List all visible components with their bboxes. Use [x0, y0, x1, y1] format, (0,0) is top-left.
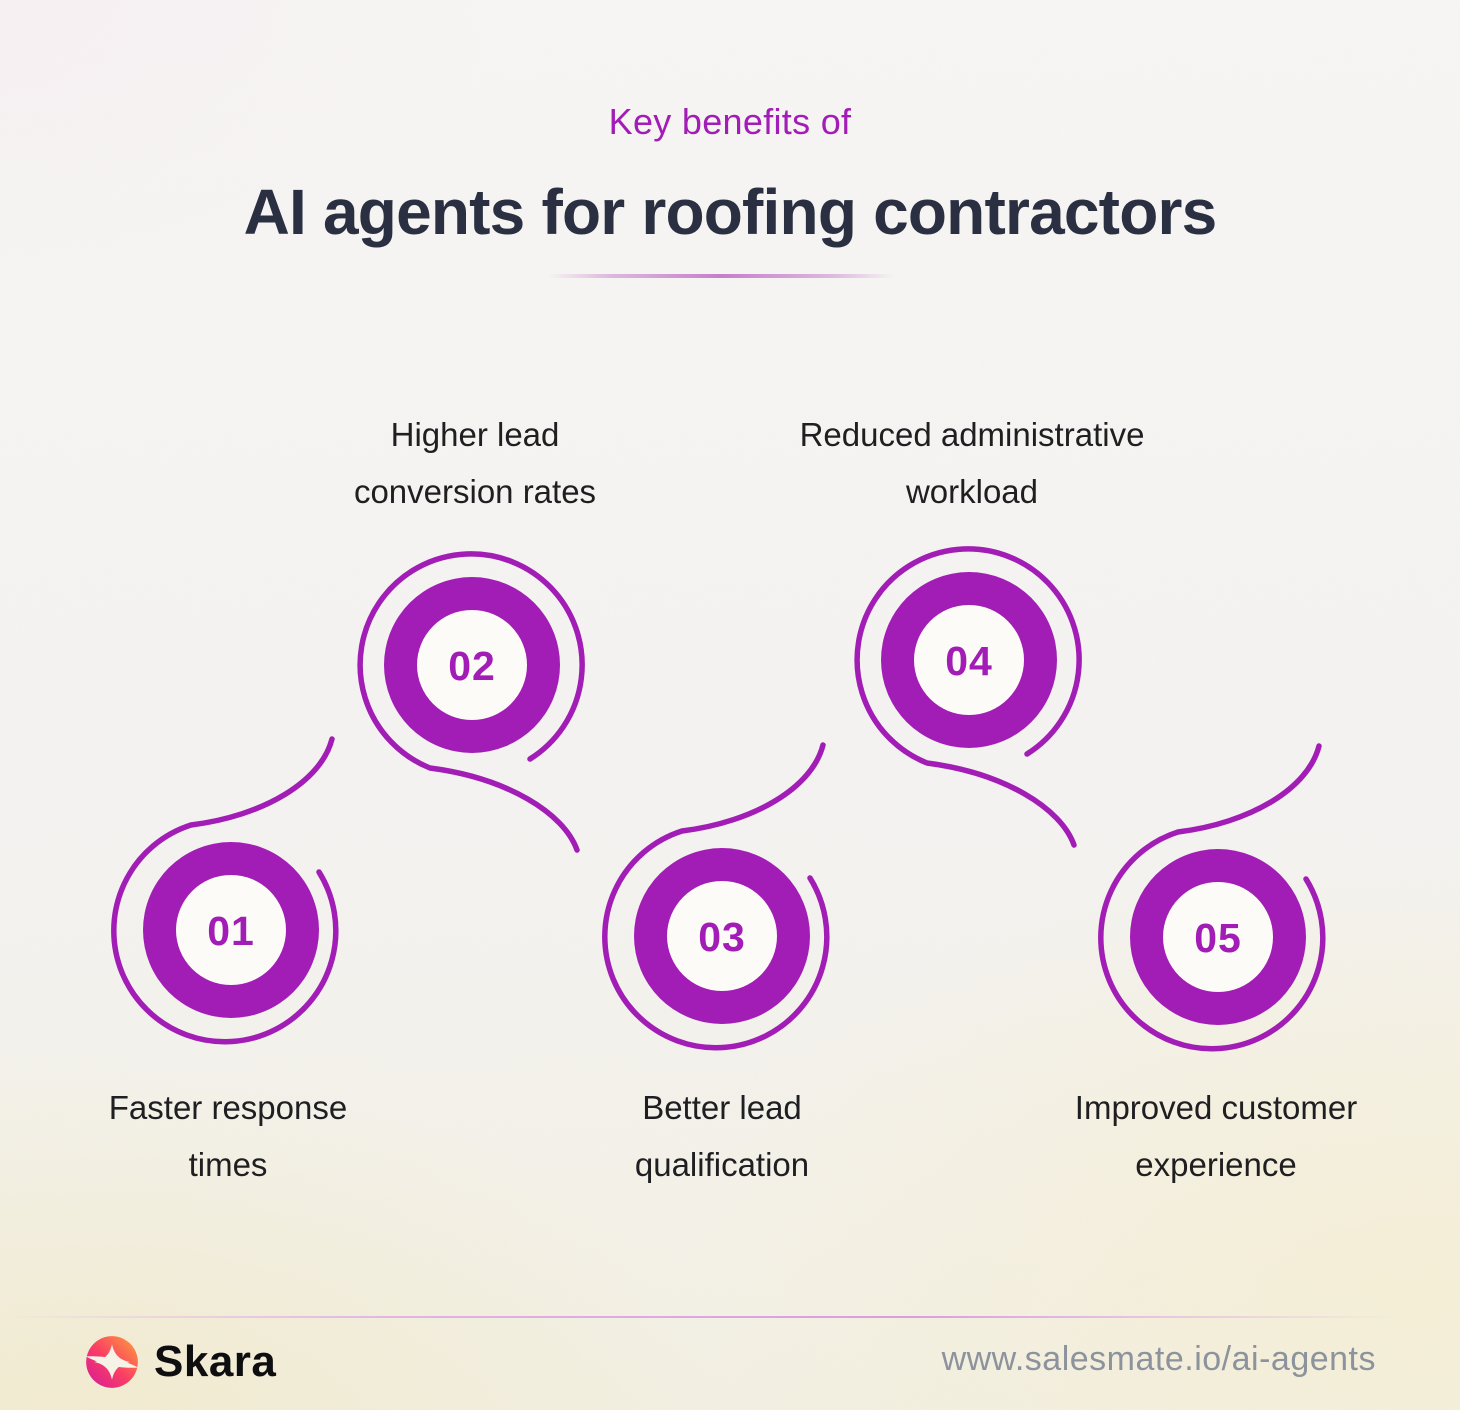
- benefit-number: 04: [945, 638, 993, 684]
- benefit-label-line: Faster response: [108, 1089, 348, 1126]
- benefit-label-line: times: [188, 1146, 268, 1183]
- benefit-label-03: Better lead qualification: [462, 1079, 982, 1193]
- benefit-number: 01: [207, 908, 255, 954]
- benefit-label-line: qualification: [634, 1146, 810, 1183]
- title-divider: [548, 274, 894, 278]
- benefit-label-line: Higher lead: [390, 416, 560, 453]
- donut-hole: [176, 875, 286, 985]
- benefit-number: 05: [1194, 915, 1242, 961]
- site-url: www.salesmate.io/ai-agents: [941, 1340, 1376, 1378]
- benefit-label-line: workload: [905, 473, 1039, 510]
- benefit-label-line: Better lead: [642, 1089, 802, 1126]
- benefit-number: 03: [698, 914, 746, 960]
- eyebrow-title: Key benefits of: [608, 101, 852, 142]
- donut-hole: [417, 610, 527, 720]
- benefit-label-01: Faster response times: [0, 1079, 488, 1193]
- benefit-node-05: 05: [1101, 746, 1323, 1049]
- donut-hole: [667, 881, 777, 991]
- benefit-node-01: 01: [114, 739, 336, 1042]
- skara-logo-icon: [85, 1336, 139, 1388]
- donut-hole: [1163, 882, 1273, 992]
- benefit-node-02: 02: [360, 554, 582, 850]
- donut-hole: [914, 605, 1024, 715]
- benefit-label-line: experience: [1135, 1146, 1297, 1183]
- brand-name: Skara: [154, 1337, 277, 1386]
- brand-logo: Skara: [84, 1334, 276, 1390]
- benefit-label-02: Higher lead conversion rates: [215, 406, 735, 520]
- benefit-node-03: 03: [605, 745, 827, 1048]
- benefit-label-line: Improved customer: [1074, 1089, 1358, 1126]
- benefit-node-04: 04: [857, 549, 1079, 845]
- page-title: AI agents for roofing contractors: [243, 176, 1218, 248]
- footer-divider: [0, 1316, 1460, 1318]
- benefit-number: 02: [448, 643, 496, 689]
- benefit-label-05: Improved customer experience: [956, 1079, 1460, 1193]
- benefit-label-04: Reduced administrative workload: [712, 406, 1232, 520]
- benefit-label-line: Reduced administrative: [799, 416, 1145, 453]
- benefit-label-line: conversion rates: [353, 473, 597, 510]
